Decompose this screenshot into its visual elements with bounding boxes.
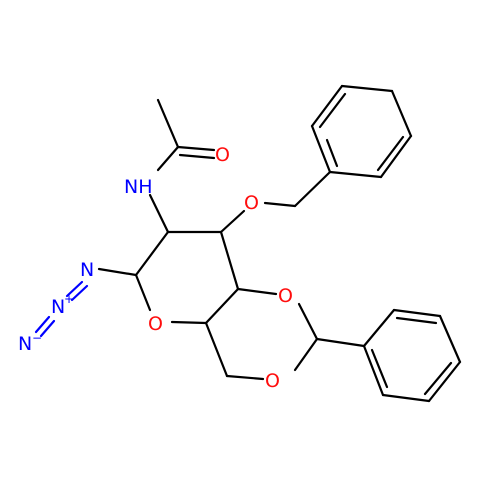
benzylidene-phenyl-ring [315, 308, 462, 403]
azide-n1-label: N [80, 259, 94, 281]
bond-c4-acetal-o-upper [236, 287, 278, 296]
bond-c1-c2 [134, 230, 170, 277]
benzyl-ring-inner-2 [376, 135, 405, 172]
bond-n1-n2-a [65, 280, 84, 298]
acetyl-group: O [156, 98, 230, 172]
bond-carbonyl-o-2 [178, 153, 216, 160]
phenyl-ring-bond-5 [381, 393, 431, 403]
phenyl-ring-inner-1 [395, 316, 438, 325]
benzyl-ring-inner-3 [325, 138, 339, 168]
benzyl-ring-bond-2 [310, 84, 344, 128]
acetal-lower-oxygen-label: O [265, 370, 280, 392]
phenyl-ring-bond-2 [392, 308, 442, 318]
benzyl-ring-bond-5 [379, 134, 413, 179]
azide-n2-label: N [51, 296, 65, 318]
azide-n2-charge: + [64, 292, 74, 306]
phenyl-ring-bond-4 [427, 360, 462, 403]
azide-n3-label: N [18, 333, 32, 355]
benzyl-ether-group: O [219, 170, 332, 234]
benzylidene-acetal-ring: O O [204, 285, 319, 392]
bond-acetal-ch-phenyl [315, 337, 366, 348]
amide-nh-label: NH [124, 176, 153, 198]
bond-n1-n2-b [70, 284, 89, 302]
bond-n2-n3-b [39, 319, 56, 338]
bond-n2-n3-a [34, 315, 51, 334]
bond-ch2-phenyl [293, 170, 332, 208]
phenyl-ring-bond-6 [362, 344, 385, 397]
bond-carbonyl-o-1 [176, 145, 216, 152]
bond-carbonyl-nh [156, 145, 180, 172]
bond-ether-o-ch2 [263, 201, 297, 208]
benzyl-phenyl-ring [310, 84, 413, 179]
ring-oxygen-label: O [148, 313, 163, 335]
pyranose-ring: O [134, 230, 240, 335]
bond-c1-n1 [97, 267, 138, 277]
bond-ring-o-c1 [134, 273, 152, 312]
phenyl-ring-inner-3 [370, 348, 389, 389]
benzyl-ring-bond-6 [328, 170, 383, 179]
phenyl-ring-inner-2 [423, 361, 453, 396]
azide-n3-charge: − [32, 331, 42, 345]
benzyl-ring-bond-4 [390, 89, 413, 138]
bond-c5-ring-o [170, 320, 208, 325]
bond-c3-ether-o [219, 209, 246, 234]
benzyl-ring-inner-1 [318, 92, 347, 129]
bond-acetal-o-upper-ch [297, 302, 319, 341]
bond-c6-c5 [204, 321, 229, 378]
benzyl-ring-bond-3 [340, 84, 394, 93]
phenyl-ring-bond-3 [438, 314, 462, 364]
benzyl-ether-oxygen-label: O [244, 192, 259, 214]
bond-acetal-o-lower-c6 [225, 374, 265, 381]
phenyl-ring-bond-1 [362, 308, 396, 348]
bond-nh-c2 [148, 193, 170, 234]
bond-methyl-carbonyl [156, 98, 180, 149]
azide-group: N N + N − [18, 259, 138, 355]
bond-acetal-ch-o-lower [293, 337, 319, 372]
bond-c3-c4 [219, 230, 240, 291]
acetal-upper-oxygen-label: O [278, 285, 293, 307]
bond-c4-c5 [204, 287, 240, 325]
benzyl-ring-bond-1 [310, 124, 332, 174]
carbonyl-oxygen-label: O [215, 144, 230, 166]
